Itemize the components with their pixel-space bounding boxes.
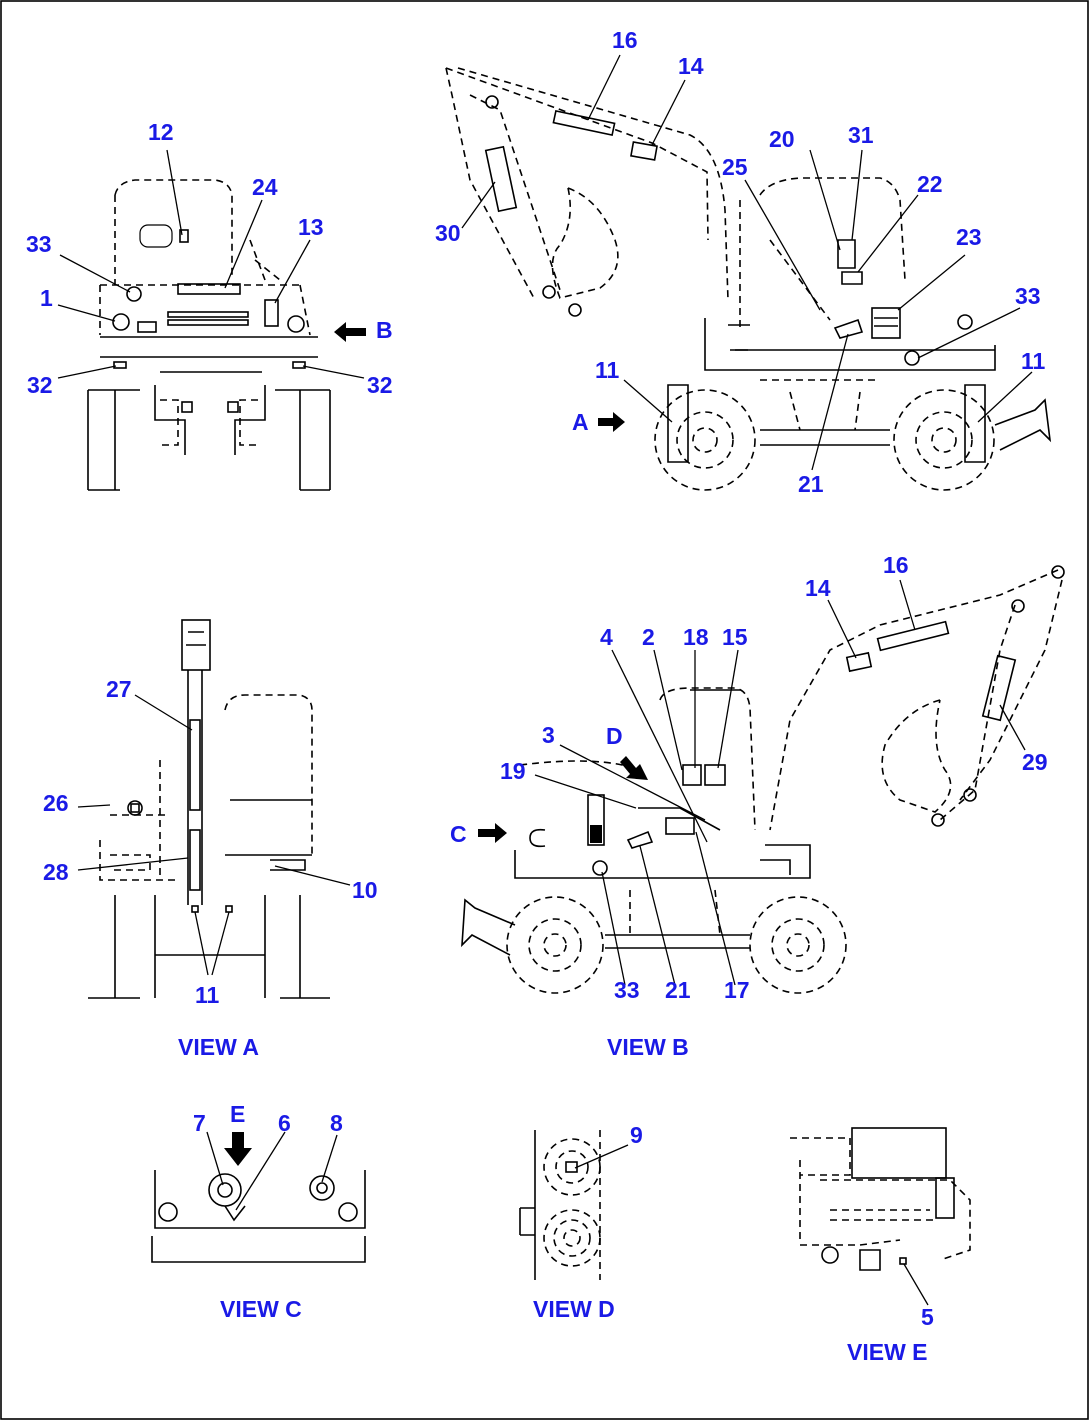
callout-23: 23 xyxy=(956,224,982,250)
callout-28: 28 xyxy=(43,859,69,885)
callout-6: 6 xyxy=(278,1110,291,1136)
callout-14-view-b: 14 xyxy=(805,575,831,601)
callout-8: 8 xyxy=(330,1110,343,1136)
arrow-d-icon xyxy=(620,756,648,780)
callout-32-left: 32 xyxy=(27,372,53,398)
callout-33-view-b: 33 xyxy=(614,977,640,1003)
callout-13: 13 xyxy=(298,214,324,240)
callout-10: 10 xyxy=(352,877,378,903)
arrow-d-label: D xyxy=(606,723,623,749)
arrow-c-icon xyxy=(478,823,507,843)
arrow-b-icon xyxy=(334,322,366,342)
view-e-callouts: 5 xyxy=(903,1263,934,1330)
side-view-callouts: 16 14 30 20 31 22 25 23 33 11 11 21 A xyxy=(435,27,1046,497)
callout-26: 26 xyxy=(43,790,69,816)
callout-11-right: 11 xyxy=(1021,348,1046,374)
callout-14: 14 xyxy=(678,53,704,79)
callout-1: 1 xyxy=(40,285,53,311)
view-e-drawing xyxy=(790,1127,971,1271)
arrow-a-label: A xyxy=(572,409,589,435)
callout-5: 5 xyxy=(921,1304,934,1330)
callout-31: 31 xyxy=(848,122,874,148)
callout-24: 24 xyxy=(252,174,278,200)
view-b-drawing xyxy=(461,565,1065,994)
arrow-e-label: E xyxy=(230,1101,245,1127)
side-view-drawing xyxy=(445,67,1052,491)
callout-15: 15 xyxy=(722,624,748,650)
callout-22: 22 xyxy=(917,171,943,197)
callout-16-view-b: 16 xyxy=(883,552,909,578)
front-view-callouts: 12 24 33 13 1 32 32 B xyxy=(26,119,393,398)
callout-4: 4 xyxy=(600,624,613,650)
callout-25: 25 xyxy=(722,154,748,180)
view-a-drawing xyxy=(88,619,330,999)
callout-11-left: 11 xyxy=(595,357,620,383)
callout-29: 29 xyxy=(1022,749,1048,775)
view-b-callouts: 14 16 4 2 18 15 3 19 29 33 21 17 C D xyxy=(450,552,1048,1003)
callout-21: 21 xyxy=(798,471,824,497)
callout-17: 17 xyxy=(724,977,750,1003)
callout-27: 27 xyxy=(106,676,132,702)
view-c-callouts: 7 6 8 E xyxy=(193,1101,343,1211)
callout-11-view-a: 11 xyxy=(195,982,220,1008)
view-a-callouts: 27 26 28 10 11 xyxy=(43,676,378,1008)
callout-2: 2 xyxy=(642,624,655,650)
callout-16: 16 xyxy=(612,27,638,53)
callout-7: 7 xyxy=(193,1110,206,1136)
view-d-drawing xyxy=(519,1130,601,1280)
view-e-title: VIEW E xyxy=(847,1339,928,1365)
callout-9: 9 xyxy=(630,1122,643,1148)
callout-33-side: 33 xyxy=(1015,283,1041,309)
view-d-callouts: 9 xyxy=(574,1122,643,1169)
view-c-title: VIEW C xyxy=(220,1296,302,1322)
arrow-c-label: C xyxy=(450,821,467,847)
view-b-title: VIEW B xyxy=(607,1034,689,1060)
callout-19: 19 xyxy=(500,758,526,784)
callout-20: 20 xyxy=(769,126,795,152)
view-a-title: VIEW A xyxy=(178,1034,259,1060)
callout-32-right: 32 xyxy=(367,372,393,398)
callout-21-view-b: 21 xyxy=(665,977,691,1003)
callout-18: 18 xyxy=(683,624,709,650)
callout-12: 12 xyxy=(148,119,174,145)
view-c-drawing xyxy=(151,1132,366,1263)
view-d-title: VIEW D xyxy=(533,1296,615,1322)
callout-30: 30 xyxy=(435,220,461,246)
front-view-drawing xyxy=(87,179,331,491)
callout-33: 33 xyxy=(26,231,52,257)
arrow-b-label: B xyxy=(376,317,393,343)
callout-3: 3 xyxy=(542,722,555,748)
arrow-a-icon xyxy=(598,412,625,432)
arrow-e-icon xyxy=(224,1132,252,1166)
